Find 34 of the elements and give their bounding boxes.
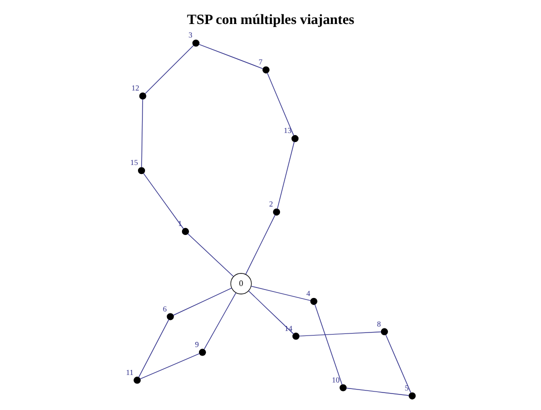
connector	[248, 290, 294, 334]
connector	[173, 288, 232, 316]
connector	[266, 72, 294, 136]
node-circle	[166, 313, 174, 320]
node-circle	[139, 92, 146, 100]
connector	[144, 45, 194, 94]
node-circle	[292, 332, 300, 340]
node-circle	[273, 208, 280, 216]
connector	[143, 173, 184, 230]
node-circle	[340, 384, 347, 392]
connector	[346, 388, 410, 396]
connector	[245, 214, 276, 275]
node-circle	[310, 298, 318, 305]
connector	[198, 44, 264, 69]
connector	[314, 304, 342, 386]
node-circle	[291, 135, 299, 142]
node-circle	[192, 40, 200, 47]
node-circle	[408, 392, 416, 400]
node-circle	[198, 348, 206, 356]
connector	[138, 319, 170, 378]
node-circle	[182, 228, 189, 236]
connector	[141, 98, 144, 168]
connector	[298, 332, 382, 336]
connector	[277, 141, 295, 210]
connector	[250, 286, 311, 301]
node-circle	[380, 328, 388, 336]
connector	[188, 233, 234, 277]
connector	[140, 353, 200, 380]
connector	[385, 334, 412, 394]
diagram-title: TSP con múltiples viajantes	[187, 12, 354, 28]
node-circle	[134, 376, 141, 384]
connector	[204, 292, 236, 350]
node-circle	[138, 167, 146, 174]
node-circle	[262, 66, 270, 74]
